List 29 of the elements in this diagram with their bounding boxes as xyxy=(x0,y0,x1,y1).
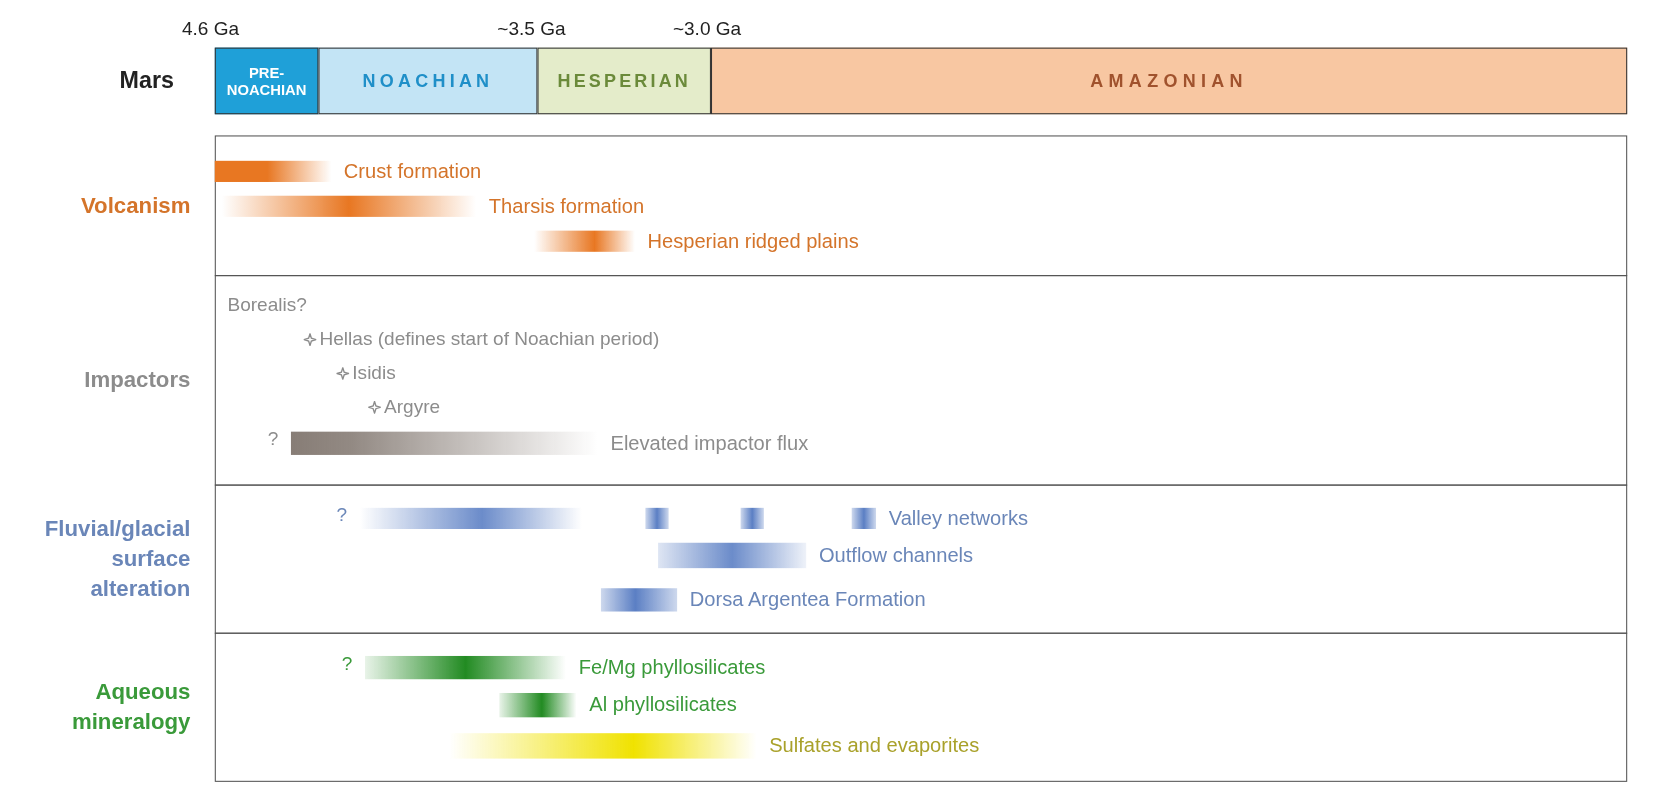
bar-label: Valley networks xyxy=(888,506,1028,531)
era-band: AMAZONIAN xyxy=(711,47,1628,115)
row-heading: Volcanism xyxy=(79,191,191,219)
bar-label: Tharsis formation xyxy=(488,194,645,218)
event-label: Borealis? xyxy=(227,294,307,317)
bar-label: Sulfates and evaporites xyxy=(769,734,980,758)
event-label: Isidis xyxy=(352,361,396,385)
bar-label: Elevated impactor flux xyxy=(610,431,809,455)
event-label: Argyre xyxy=(384,395,441,418)
bar-label: Crust formation xyxy=(343,159,482,184)
age-label: 4.6 Ga xyxy=(182,18,240,41)
row-heading: Fluvial/glacial surface alteration xyxy=(43,515,191,602)
question-mark: ? xyxy=(336,503,348,526)
event-label: Hellas (defines start of Noachian period) xyxy=(319,328,660,351)
age-label: ~3.5 Ga xyxy=(497,18,566,41)
age-label: ~3.0 Ga xyxy=(672,18,742,41)
planet-label: Mars xyxy=(119,66,174,95)
row-heading: Aqueous mineralogy xyxy=(70,678,191,736)
era-band: PRE-NOACHIAN xyxy=(214,47,319,115)
question-mark: ? xyxy=(341,652,353,675)
bar-label: Al phyllosilicates xyxy=(589,693,737,717)
question-mark: ? xyxy=(267,428,279,451)
bar-label: Outflow channels xyxy=(818,543,974,568)
bar-label: Hesperian ridged plains xyxy=(647,229,859,253)
era-band: NOACHIAN xyxy=(318,47,538,115)
bar-label: Dorsa Argentea Formation xyxy=(689,588,926,612)
row-heading: Impactors xyxy=(83,366,191,394)
era-band: HESPERIAN xyxy=(537,47,711,115)
bar-label: Fe/Mg phyllosilicates xyxy=(578,655,766,680)
